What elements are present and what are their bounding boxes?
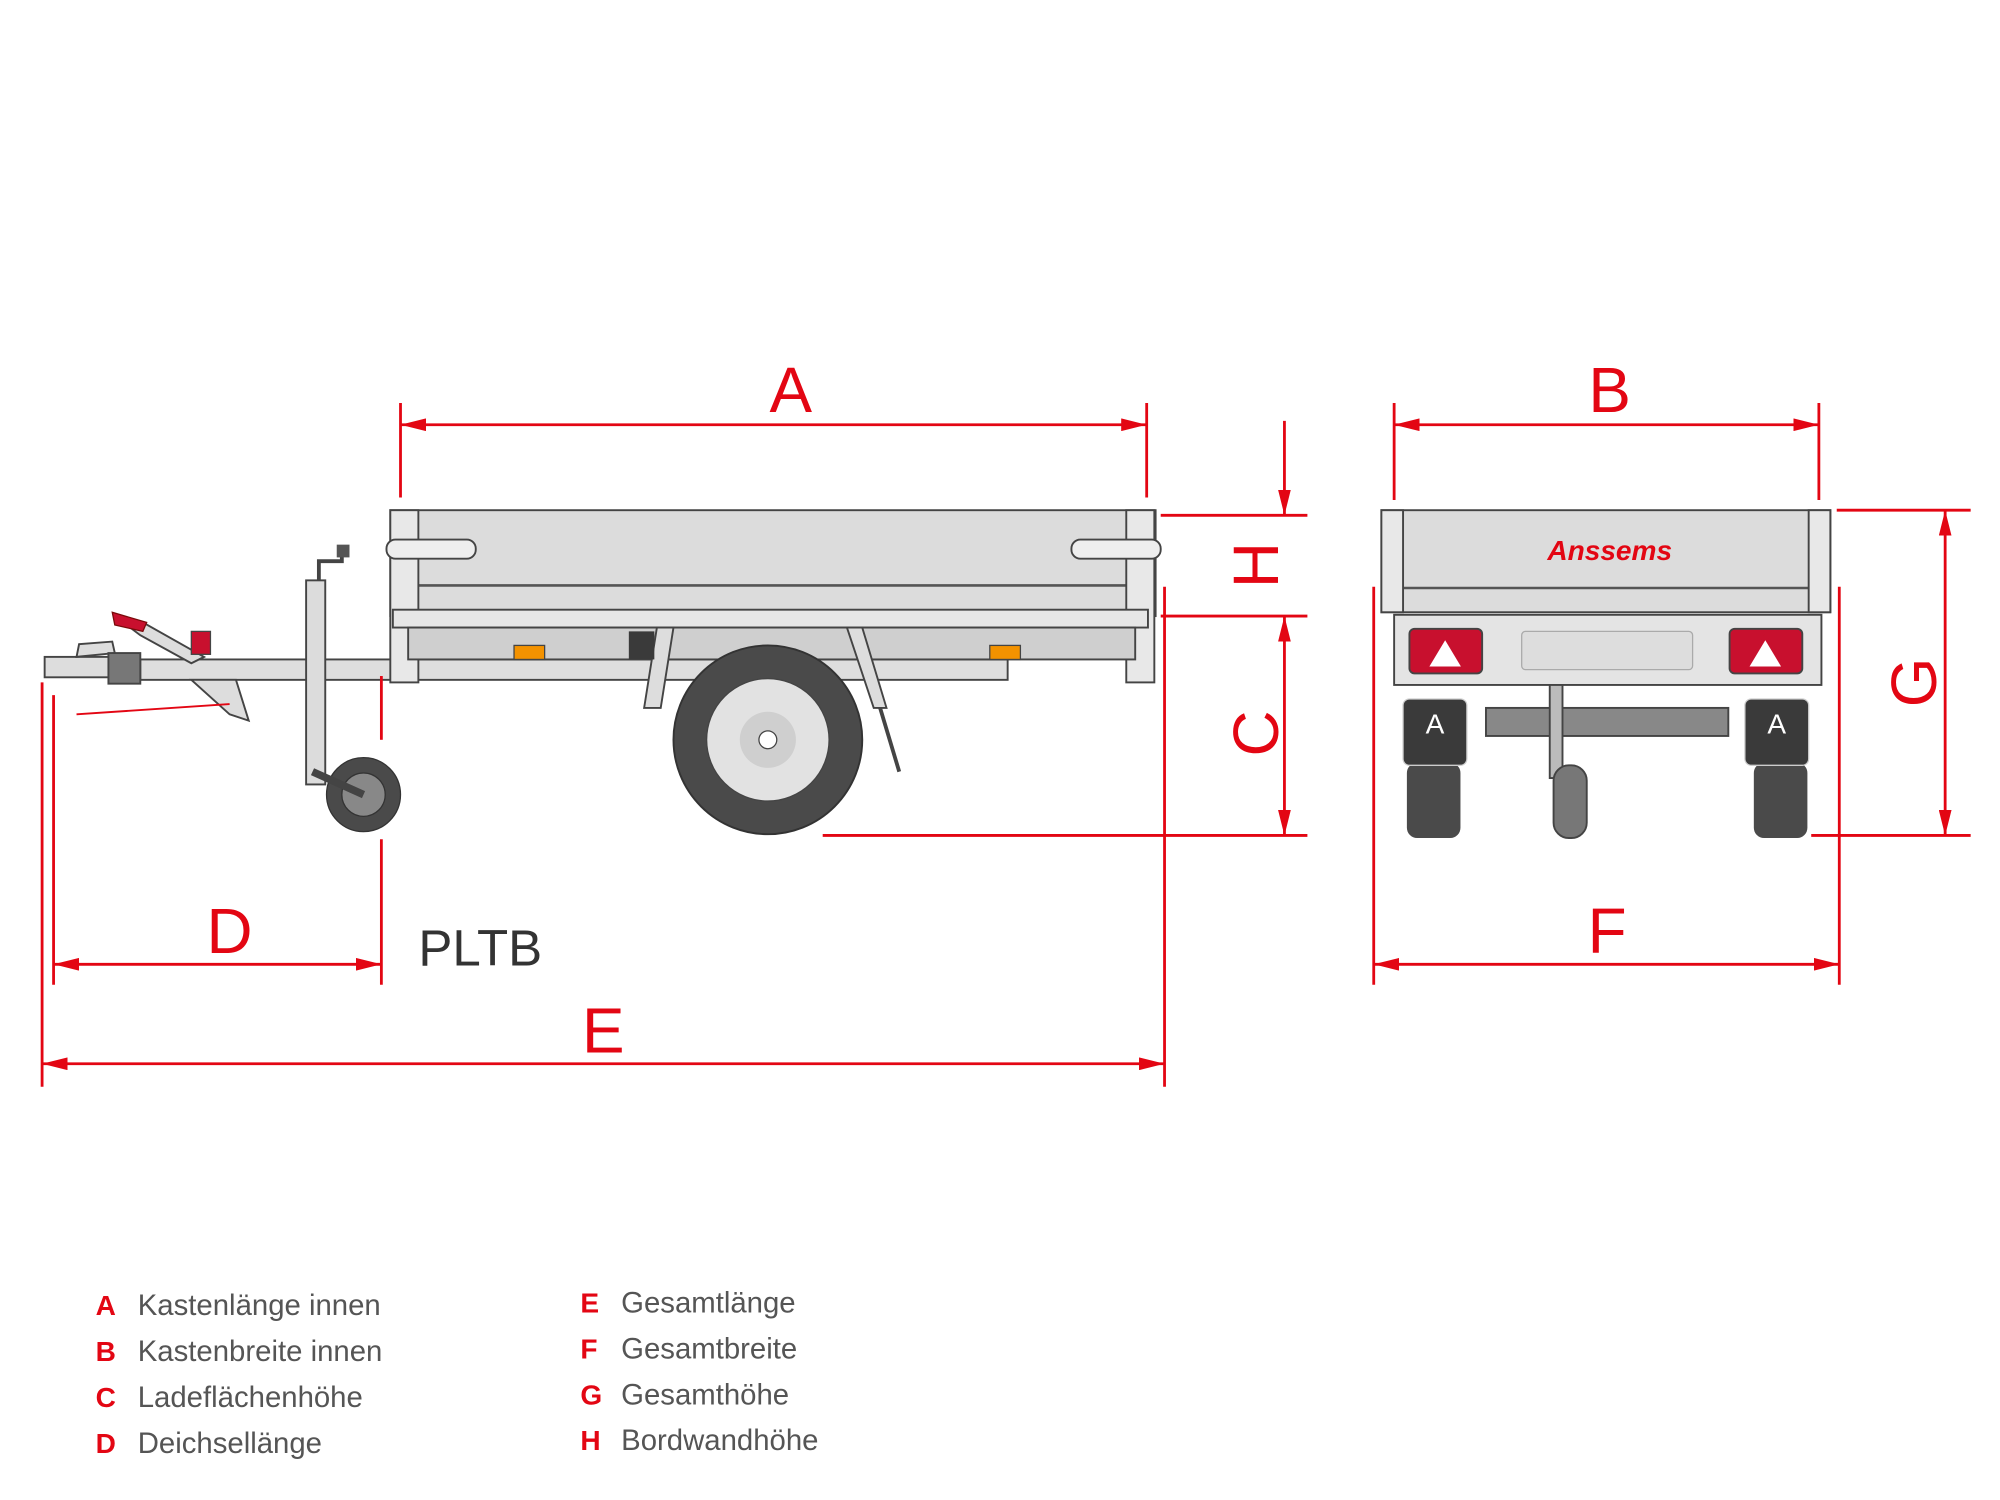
- legend-text: Gesamtlänge: [621, 1287, 795, 1320]
- label-g: G: [1878, 658, 1950, 708]
- main-wheel: [672, 644, 864, 836]
- light-plug-socket: [628, 631, 655, 660]
- legend-text: Gesamtbreite: [621, 1332, 797, 1365]
- legend-text: Ladeflächenhöhe: [138, 1381, 363, 1414]
- box-side-panel: [389, 509, 1157, 618]
- chassis-rail: [391, 608, 1149, 629]
- mudflap-right: [1744, 698, 1810, 766]
- legend-key: E: [580, 1288, 599, 1319]
- jockey-wheel-rear: [1552, 764, 1588, 839]
- front-latch: [385, 538, 477, 560]
- svg-text:A: A: [1767, 708, 1786, 739]
- label-c: C: [1220, 710, 1292, 756]
- legend-key: B: [96, 1336, 116, 1367]
- legend: A Kastenlänge innen B Kastenbreite innen…: [96, 1287, 819, 1460]
- rear-view-trailer: A A Anssems: [1380, 509, 1832, 839]
- legend-key: D: [96, 1428, 116, 1459]
- label-f: F: [1588, 895, 1627, 967]
- label-e: E: [582, 994, 625, 1066]
- rear-latch: [1070, 538, 1162, 560]
- legend-key: H: [580, 1425, 600, 1456]
- svg-text:A: A: [1426, 708, 1445, 739]
- side-reflector-rear: [989, 644, 1022, 661]
- legend-text: Kastenbreite innen: [138, 1335, 383, 1368]
- jockey-wheel: [305, 544, 402, 833]
- legend-text: Deichsellänge: [138, 1427, 322, 1460]
- mudflap-left: [1402, 698, 1468, 766]
- coupling-head: [43, 611, 251, 723]
- label-a: A: [770, 354, 813, 426]
- plug: [190, 630, 212, 655]
- legend-text: Kastenlänge innen: [138, 1289, 381, 1322]
- handbrake-lever: [111, 611, 148, 633]
- legend-key: C: [96, 1382, 116, 1413]
- tire-right: [1753, 762, 1808, 839]
- bellows: [107, 652, 142, 685]
- label-b: B: [1588, 354, 1631, 426]
- legend-key: A: [96, 1290, 116, 1321]
- legend-key: F: [580, 1333, 597, 1364]
- breakaway-cable: [76, 703, 230, 716]
- label-d: D: [207, 895, 253, 967]
- side-reflector-front: [513, 644, 546, 661]
- axle: [1485, 706, 1730, 737]
- dimension-letters: A B H C G F D E: [207, 354, 1951, 1066]
- model-name: PLTB: [418, 920, 542, 977]
- side-view-trailer: [43, 509, 1162, 836]
- label-h: H: [1220, 542, 1292, 588]
- legend-text: Bordwandhöhe: [621, 1424, 818, 1457]
- tailgate: [1380, 509, 1832, 614]
- legend-key: G: [580, 1379, 602, 1410]
- legend-text: Gesamthöhe: [621, 1378, 789, 1411]
- anssems-logo: Anssems: [1546, 535, 1672, 566]
- license-plate-area: [1521, 630, 1694, 671]
- tire-left: [1406, 762, 1461, 839]
- dimension-lines: [40, 403, 1971, 1087]
